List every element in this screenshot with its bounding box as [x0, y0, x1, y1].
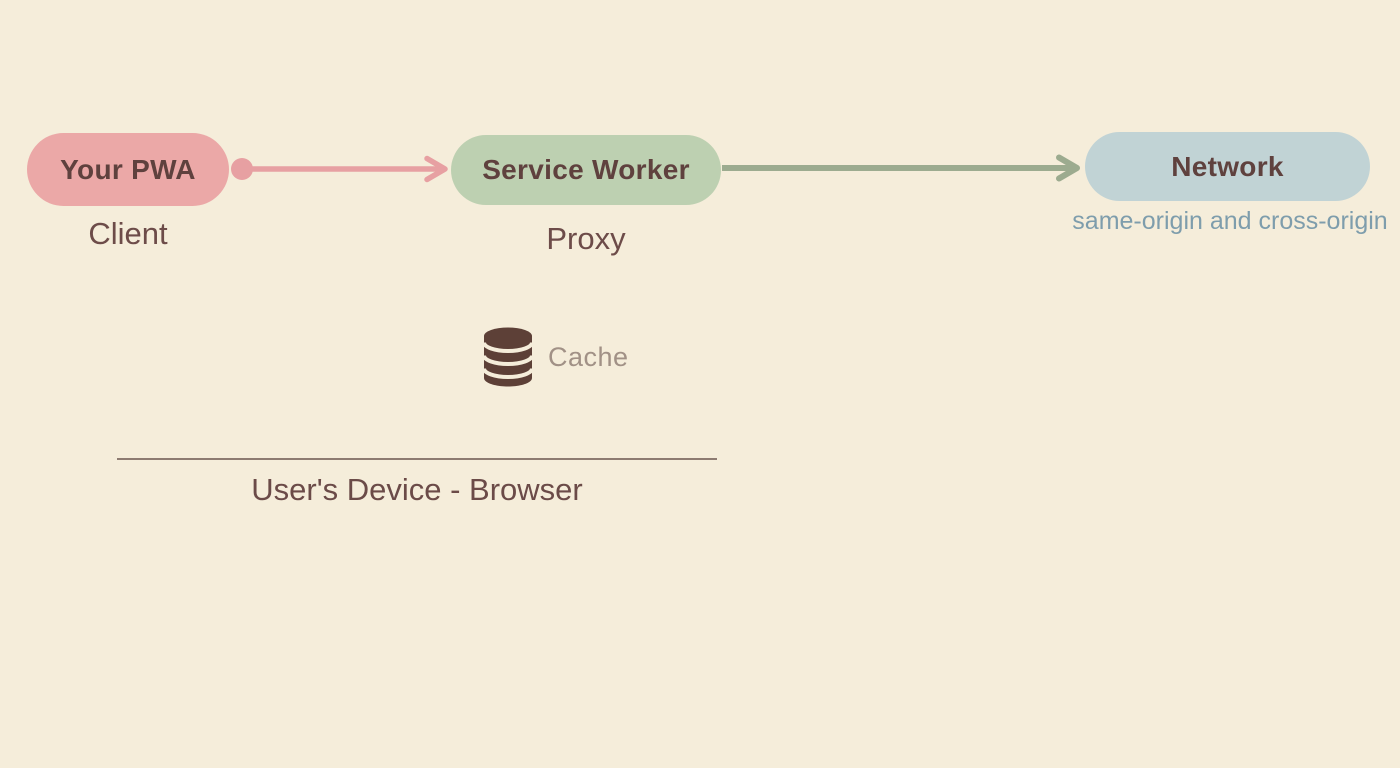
service-worker-to-network-arrow — [722, 154, 1080, 182]
cache-label: Cache — [548, 341, 629, 372]
database-separator — [483, 354, 533, 367]
database-separator — [483, 367, 533, 380]
cache-group: Cache — [483, 327, 629, 387]
node-your-pwa-label: Your PWA — [60, 153, 196, 185]
pwa-to-service-worker-arrow — [231, 155, 448, 183]
node-your-pwa-sublabel: Client — [88, 216, 168, 251]
device-boundary-label: User's Device - Browser — [251, 472, 583, 507]
node-network-label: Network — [1171, 150, 1284, 182]
node-network: Network — [1085, 132, 1370, 201]
database-icon — [483, 327, 533, 387]
arrow-head — [1056, 154, 1080, 182]
node-service-worker-sublabel: Proxy — [546, 221, 626, 256]
arrow-head — [424, 155, 448, 183]
node-network-sublabel: same-origin and cross-origin — [1072, 207, 1388, 235]
device-boundary-line — [117, 458, 717, 460]
database-separator — [483, 341, 533, 354]
node-service-worker: Service Worker — [451, 135, 721, 205]
node-your-pwa: Your PWA — [27, 133, 229, 206]
node-service-worker-label: Service Worker — [482, 154, 690, 185]
